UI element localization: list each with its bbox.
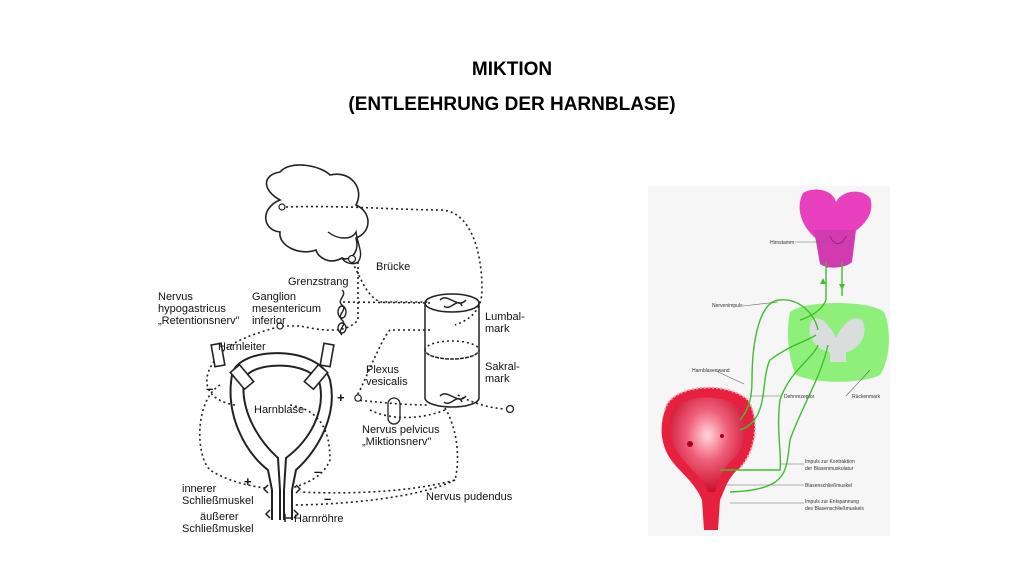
brainstem-illustration	[799, 189, 872, 268]
label-harnroehre: Harnröhre	[294, 513, 344, 525]
label-mesentericum: mesentericum	[252, 303, 321, 315]
label-nervenimpuls: Nervenimpuls	[712, 303, 743, 309]
right-ureter	[303, 363, 329, 391]
label-innerer: innerer	[182, 483, 217, 495]
label-impuls-entspannung-1: Impuls zur Entspannung	[805, 499, 859, 505]
label-sakral: Sakral-	[485, 361, 520, 373]
label-schliessmuskel-outer: Schließmuskel	[182, 523, 254, 535]
label-lumbal-mark: mark	[485, 323, 510, 335]
label-dehnrezeptor: Dehnrezeptor	[784, 394, 815, 400]
sign-plus-inner: +	[244, 474, 252, 489]
label-bruecke: Brücke	[376, 261, 410, 273]
nerve-pathways	[720, 262, 843, 493]
colored-miction-diagram: Hirnstamm Nervenimpuls Harnblasenwand De…	[648, 186, 890, 536]
brain-node	[278, 203, 286, 211]
label-sakral-mark: mark	[485, 373, 510, 385]
label-harnleiter: Harnleiter	[218, 341, 266, 353]
label-retentionsnerv: „Retentionsnerv"	[158, 315, 240, 327]
inner-sphincter-left	[262, 484, 269, 494]
label-impuls-kontraktion-1: Impuls zur Kontraktion	[805, 459, 855, 465]
label-grenzstrang: Grenzstrang	[288, 276, 349, 288]
bladder-outline	[229, 352, 333, 520]
slide-subtitle: (ENTLEEHRUNG DER HARNBLASE)	[348, 94, 676, 115]
label-plexus: Plexus	[366, 364, 400, 376]
label-nervus: Nervus	[158, 291, 193, 303]
sign-minus-right: –	[314, 464, 321, 479]
label-impuls-entspannung-2: des Blasenschließmuskels	[805, 506, 864, 512]
bridge-node	[347, 254, 357, 264]
label-miktionsnerv: „Miktionsnerv"	[362, 436, 431, 448]
label-vesicalis: vesicalis	[366, 376, 408, 388]
sign-plus-plexus: +	[337, 390, 345, 405]
label-rueckenmark: Rückenmark	[852, 394, 881, 400]
label-hypogastricus: hypogastricus	[158, 303, 226, 315]
label-schliessmuskel-inner: Schließmuskel	[182, 495, 254, 507]
label-nervus-pudendus: Nervus pudendus	[426, 491, 513, 503]
label-inferior: inferior	[252, 315, 286, 327]
sign-minus-left: –	[206, 381, 213, 396]
sign-minus-pudendus: –	[324, 491, 331, 506]
brain-outline	[264, 164, 369, 262]
left-ureter	[229, 363, 255, 391]
label-blasenschliessmuskel: Blasenschließmuskel	[805, 483, 852, 489]
slide-title: MIKTION	[471, 59, 553, 80]
label-nervus-pelvicus: Nervus pelvicus	[362, 424, 440, 436]
label-hirnstamm: Hirnstamm	[770, 240, 794, 246]
inner-sphincter-right	[295, 484, 302, 494]
spinal-cord-segment	[424, 293, 480, 408]
bladder-illustration	[661, 386, 756, 530]
label-impuls-kontraktion-2: der Blasenmuskulatur	[805, 466, 854, 472]
label-ganglion: Ganglion	[252, 291, 296, 303]
spinal-cord-illustration	[788, 303, 889, 382]
sakral-output-node	[505, 404, 515, 414]
label-lumbal: Lumbal-	[485, 311, 525, 323]
plexus-node	[354, 394, 362, 402]
label-harnblase: Harnblase	[254, 404, 304, 416]
sympathetic-chain	[337, 289, 347, 336]
label-aeusserer: äußerer	[200, 511, 239, 523]
label-harnblasenwand: Harnblasenwand	[692, 368, 730, 374]
